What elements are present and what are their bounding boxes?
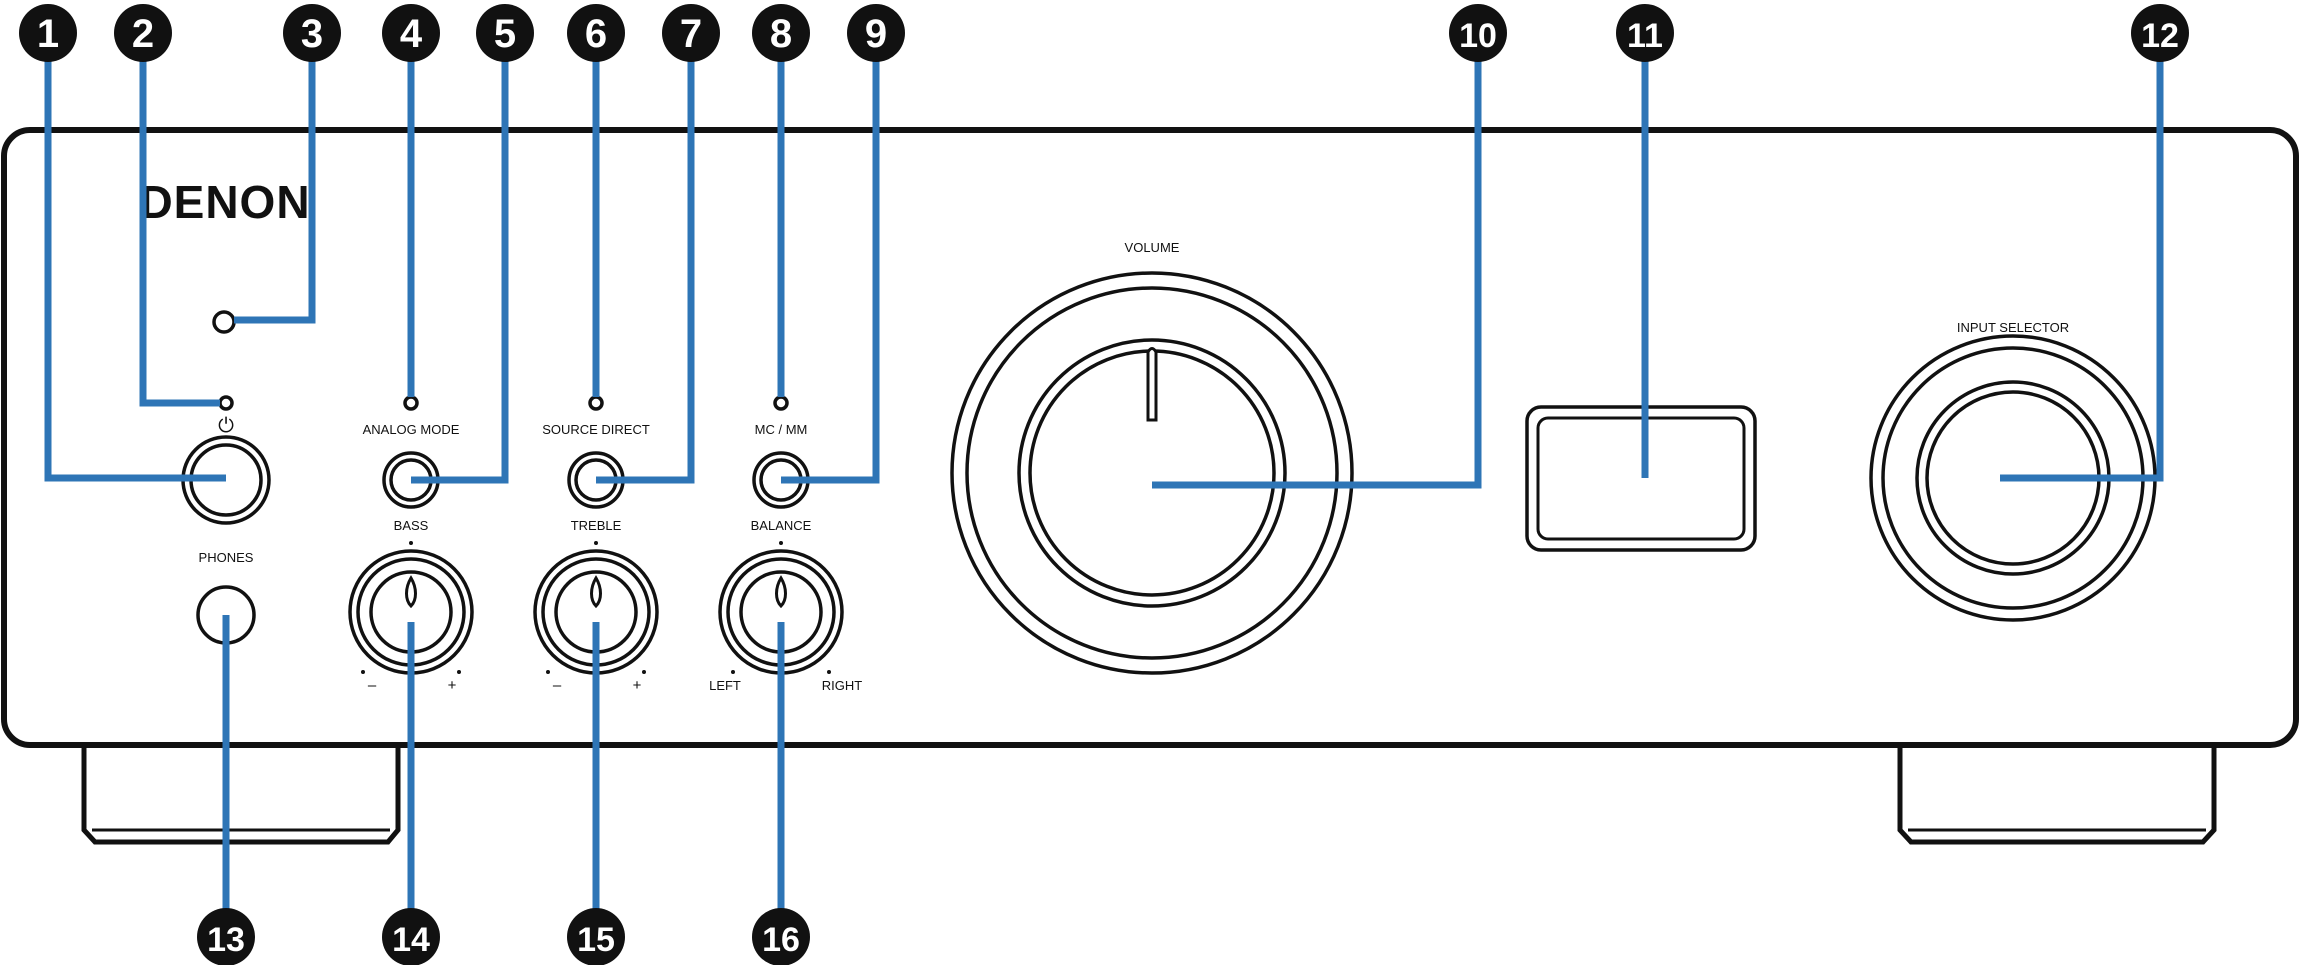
callout-badge-8: 8: [752, 4, 810, 62]
callout-number: 12: [2141, 17, 2179, 55]
left-foot: [81, 745, 401, 845]
balance-right-label: RIGHT: [822, 678, 863, 693]
callout-badge-4: 4: [382, 4, 440, 62]
leader-3: [234, 40, 316, 324]
source-direct-label: SOURCE DIRECT: [542, 422, 650, 437]
callout-badge-15: 15: [567, 908, 625, 965]
balance-label: BALANCE: [751, 518, 812, 533]
leader-lines: [44, 40, 2164, 930]
leader-7: [596, 40, 695, 484]
callout-number: 10: [1459, 17, 1497, 55]
callout-number: 16: [762, 921, 800, 959]
input-selector-label: INPUT SELECTOR: [1957, 320, 2069, 335]
analog-mode-label: ANALOG MODE: [363, 422, 460, 437]
bass-minus-label: –: [368, 677, 377, 694]
callout-badge-1: 1: [19, 4, 77, 62]
treble-label: TREBLE: [571, 518, 622, 533]
callout-badge-14: 14: [382, 908, 440, 965]
mc-mm-label: MC / MM: [755, 422, 808, 437]
callout-number: 9: [865, 12, 887, 56]
leader-12: [2000, 40, 2164, 482]
balance-left-label: LEFT: [709, 678, 741, 693]
bass-label: BASS: [394, 518, 429, 533]
treble-plus-label: +: [633, 677, 642, 694]
leader-5: [411, 40, 509, 484]
callout-number: 7: [680, 12, 702, 56]
callout-number: 14: [392, 921, 430, 959]
treble-minus-label: –: [553, 677, 562, 694]
callout-number: 5: [494, 12, 516, 56]
phones-label: PHONES: [199, 550, 254, 565]
callout-badge-7: 7: [662, 4, 720, 62]
callout-badge-3: 3: [283, 4, 341, 62]
leader-9: [781, 40, 880, 484]
callout-badge-2: 2: [114, 4, 172, 62]
display-window: [1525, 405, 1757, 552]
callout-badge-6: 6: [567, 4, 625, 62]
callout-badge-9: 9: [847, 4, 905, 62]
callout-badge-10: 10: [1449, 4, 1507, 62]
callout-badge-12: 12: [2131, 4, 2189, 62]
callout-number: 15: [577, 921, 615, 959]
volume-label: VOLUME: [1125, 240, 1180, 255]
callout-number: 2: [132, 12, 154, 56]
callout-number: 1: [37, 12, 59, 56]
volume-knob[interactable]: [950, 271, 1354, 675]
callout-badge-13: 13: [197, 908, 255, 965]
callout-number: 13: [207, 921, 245, 959]
callout-number: 11: [1627, 17, 1663, 55]
leader-1: [44, 40, 226, 482]
callout-number: 6: [585, 12, 607, 56]
callout-badge-16: 16: [752, 908, 810, 965]
callout-number: 3: [301, 12, 323, 56]
right-foot: [1897, 745, 2217, 845]
leader-10: [1152, 40, 1482, 489]
leader-2: [139, 40, 220, 407]
callout-number: 8: [770, 12, 792, 56]
callout-badge-11: 11: [1616, 4, 1674, 62]
bass-plus-label: +: [448, 677, 457, 694]
chassis-outline: [1, 127, 2299, 748]
brand-logo: DENON: [139, 176, 310, 228]
callout-badge-5: 5: [476, 4, 534, 62]
callout-number: 4: [400, 12, 423, 56]
power-symbol: ⏻: [218, 415, 234, 437]
